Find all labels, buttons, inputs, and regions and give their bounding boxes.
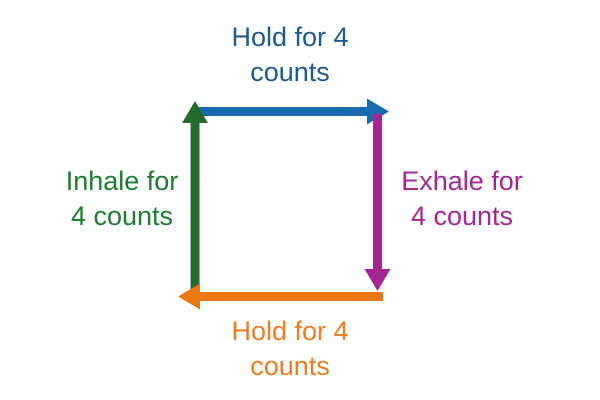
label-exhale-line2: 4 counts <box>410 201 514 231</box>
label-inhale: Inhale for 4 counts <box>22 164 222 234</box>
label-hold-top-line2: counts <box>250 57 330 87</box>
label-hold-bottom-line2: counts <box>250 351 330 381</box>
label-inhale-line1: Inhale for <box>65 166 179 196</box>
label-inhale-line2: 4 counts <box>70 201 174 231</box>
label-hold-top-line1: Hold for 4 <box>231 22 349 52</box>
label-hold-bottom: Hold for 4 counts <box>190 314 390 384</box>
label-hold-top: Hold for 4 counts <box>190 20 390 90</box>
exhale-right-arrow-down-icon <box>364 114 391 291</box>
hold-bottom-arrow-left-icon <box>178 283 383 310</box>
label-exhale-line1: Exhale for <box>401 166 523 196</box>
label-exhale: Exhale for 4 counts <box>362 164 562 234</box>
inhale-left-arrow-up-icon <box>182 101 208 292</box>
hold-top-arrow-right-icon <box>193 98 389 125</box>
label-hold-bottom-line1: Hold for 4 <box>231 316 349 346</box>
